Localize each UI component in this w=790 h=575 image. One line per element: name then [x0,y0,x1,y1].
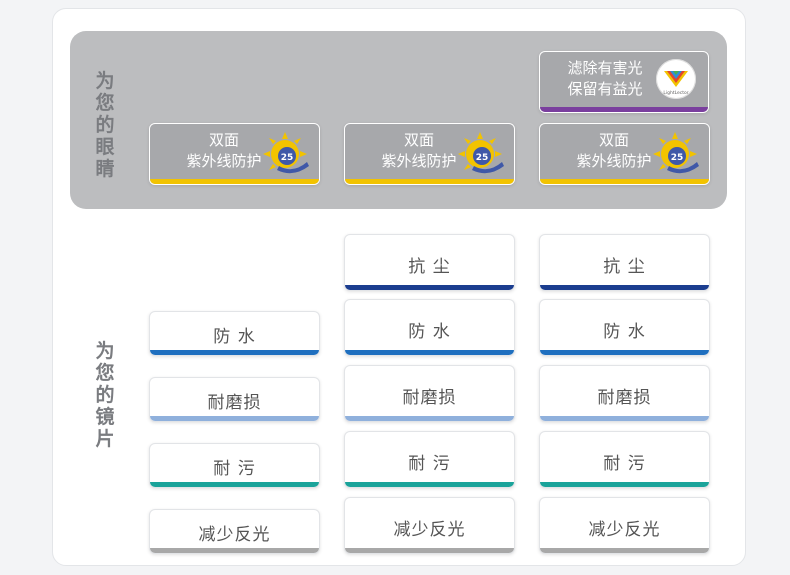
uv-protection-card-1: 双面 紫外线防护 25 [149,123,320,185]
glare-bar [150,548,319,553]
water-label: 防 水 [408,322,451,342]
eyes-label-text: 为您的眼睛 [95,70,115,180]
uv-line2: 紫外线防护 [576,152,652,170]
uv-bar [345,179,514,184]
filter-bar [540,107,708,112]
water-card-1: 防 水 [149,311,320,356]
water-bar [345,350,514,355]
filter-line2: 保留有益光 [567,80,643,98]
dust-bar [540,285,709,290]
uv-protection-card-2: 双面 紫外线防护 25 [344,123,515,185]
wear-bar [345,416,514,421]
dust-card-3: 抗 尘 [539,234,710,291]
lens-label-text: 为您的镜片 [95,340,115,450]
stain-card-1: 耐 污 [149,443,320,488]
uv-line2: 紫外线防护 [186,152,262,170]
glare-label: 减少反光 [198,525,271,545]
wear-label: 耐磨损 [207,393,262,413]
uv-line2: 紫外线防护 [381,152,457,170]
wear-card-1: 耐磨损 [149,377,320,422]
eyes-section-label: 为您的眼睛 [92,70,118,180]
glare-label: 减少反光 [393,520,466,540]
stain-bar [540,482,709,487]
glare-bar [345,548,514,553]
water-label: 防 水 [213,327,256,347]
uv-line1: 双面 [403,131,434,149]
wear-bar [540,416,709,421]
uv-line1: 双面 [598,131,629,149]
glare-card-2: 减少反光 [344,497,515,554]
stain-label: 耐 污 [603,454,646,474]
stain-bar [150,482,319,487]
glare-card-1: 减少反光 [149,509,320,554]
wear-bar [150,416,319,421]
dust-label: 抗 尘 [408,257,451,277]
sun-uv-icon: 25 [653,132,699,174]
water-label: 防 水 [603,322,646,342]
uv-protection-card-3: 双面 紫外线防护 25 [539,123,710,185]
glare-label: 减少反光 [588,520,661,540]
stain-bar [345,482,514,487]
filter-line1: 滤除有害光 [567,59,643,77]
stain-card-3: 耐 污 [539,431,710,488]
glare-bar [540,548,709,553]
sun-uv-icon: 25 [263,132,309,174]
light-lens-icon-text: LightLector [663,90,688,96]
dust-label: 抗 尘 [603,257,646,277]
glare-card-3: 减少反光 [539,497,710,554]
water-card-2: 防 水 [344,299,515,356]
light-lens-icon: LightLector [656,59,696,99]
lens-section-label: 为您的镜片 [92,340,118,450]
uv-bar [150,179,319,184]
water-bar [540,350,709,355]
sun-uv-icon: 25 [458,132,504,174]
dust-bar [345,285,514,290]
uv-badge-number: 25 [476,153,489,163]
stain-label: 耐 污 [213,459,256,479]
uv-badge-number: 25 [671,153,684,163]
wear-label: 耐磨损 [402,388,457,408]
uv-line1: 双面 [208,131,239,149]
wear-card-2: 耐磨损 [344,365,515,422]
dust-card-2: 抗 尘 [344,234,515,291]
water-card-3: 防 水 [539,299,710,356]
water-bar [150,350,319,355]
filter-light-card: 滤除有害光 保留有益光 LightLector [539,51,709,113]
wear-card-3: 耐磨损 [539,365,710,422]
uv-badge-number: 25 [281,153,294,163]
stain-label: 耐 污 [408,454,451,474]
uv-bar [540,179,709,184]
stain-card-2: 耐 污 [344,431,515,488]
wear-label: 耐磨损 [597,388,652,408]
